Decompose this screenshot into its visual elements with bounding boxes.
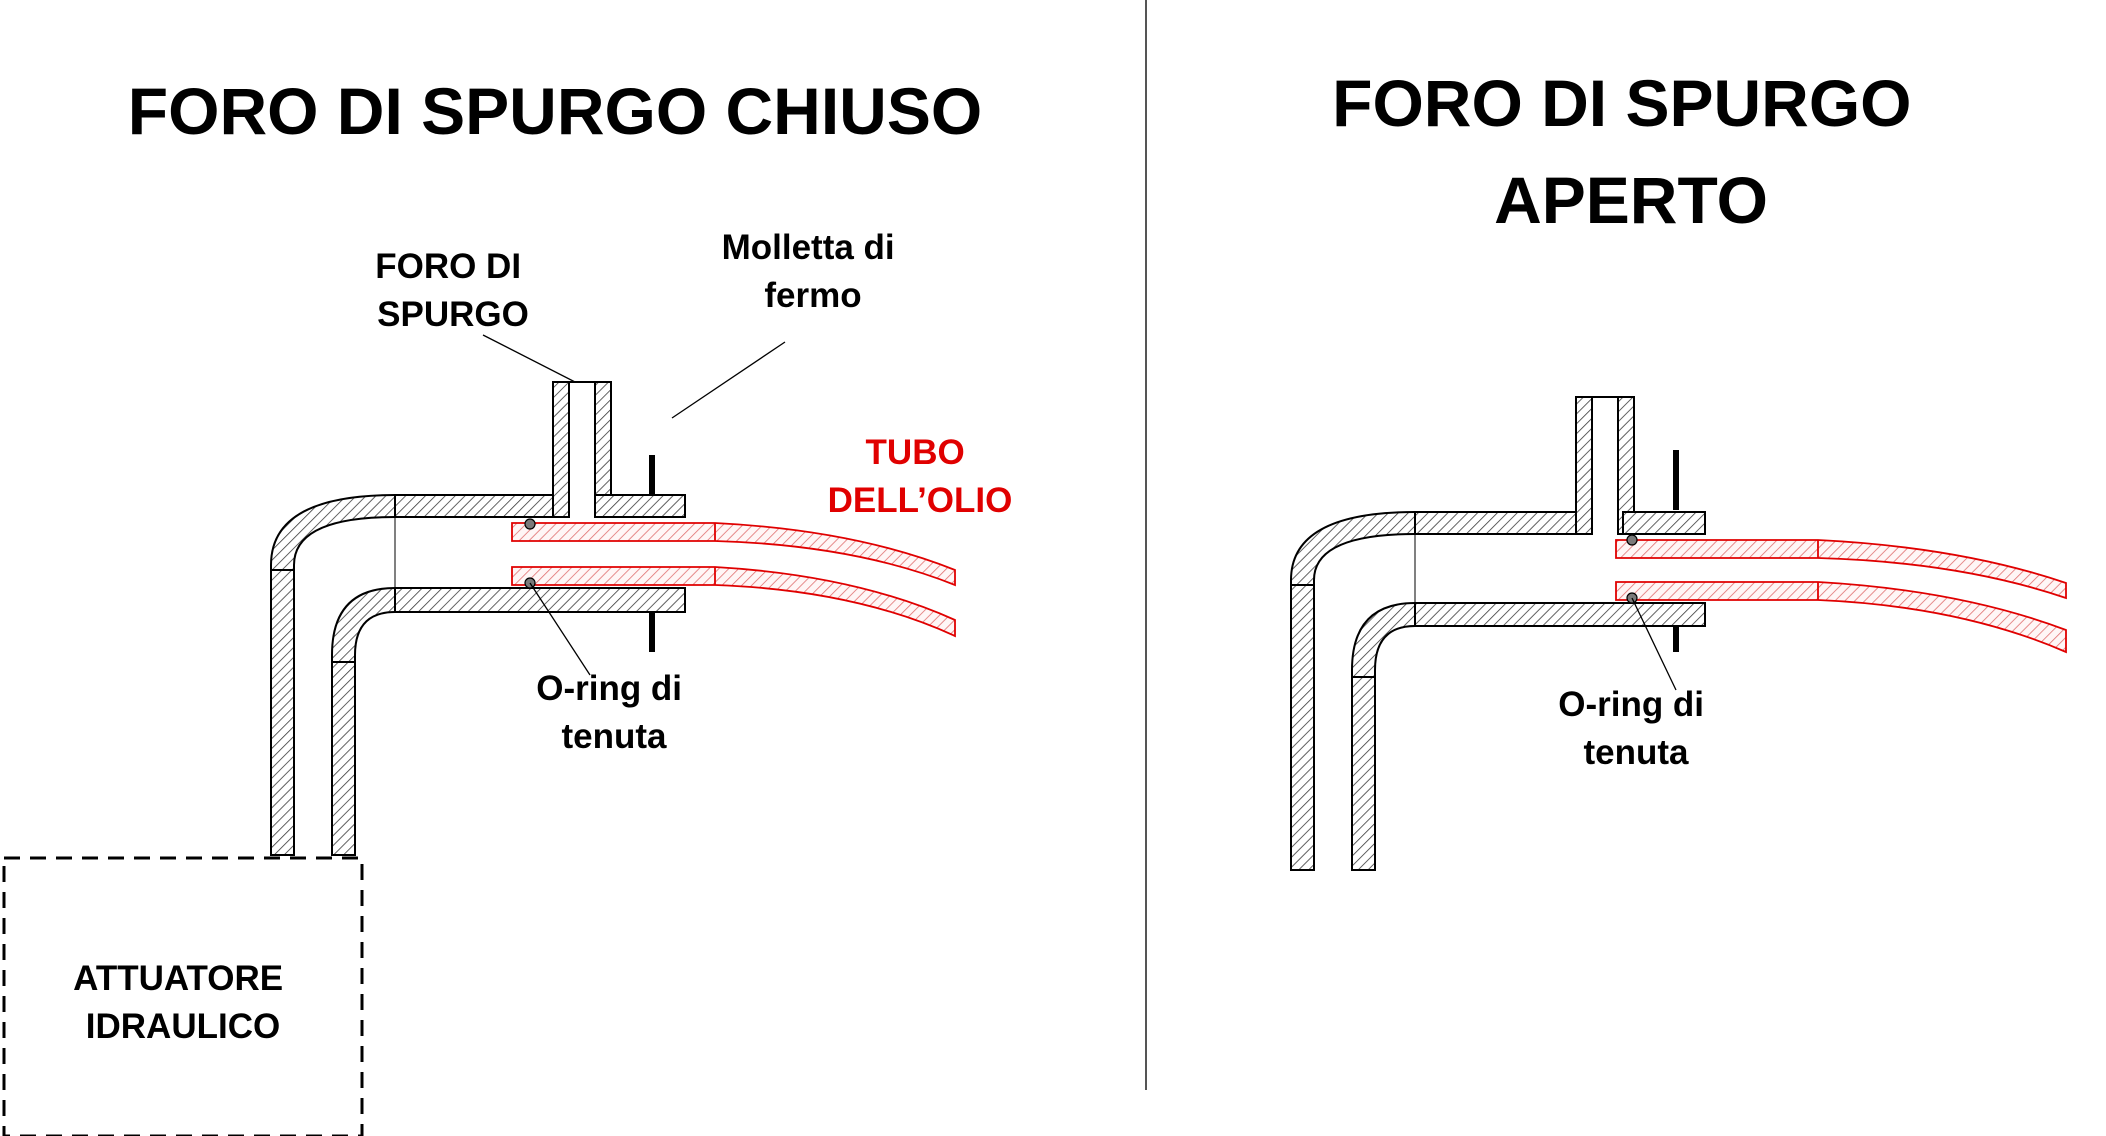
- hydraulic-actuator-box: [2, 856, 364, 1136]
- oil-pipe-label: TUBO DELL’OLIO: [828, 433, 1013, 520]
- right-title: FORO DI SPURGO APERTO: [1332, 66, 1930, 237]
- oring-label: O-ring di tenuta: [1558, 685, 1714, 772]
- oring-leader: [1631, 597, 1677, 691]
- bleed-hole-chimney-left: [1575, 396, 1593, 535]
- clip-label: Molletta di fermo: [722, 228, 905, 315]
- o-ring-upper: [524, 518, 536, 530]
- oil-pipe-lower-wall: [1615, 581, 2067, 654]
- top-collar: [594, 494, 686, 518]
- oil-pipe-upper-wall: [511, 522, 956, 587]
- outer-elbow-wall: [270, 494, 554, 856]
- outer-elbow-wall: [1290, 511, 1593, 871]
- bleed-hole-leader: [482, 334, 576, 383]
- oil-pipe-lower-wall: [511, 566, 956, 638]
- bleed-hole-chimney-right: [594, 381, 612, 496]
- oil-pipe-upper-wall: [1615, 539, 2067, 600]
- o-ring-upper: [1626, 534, 1638, 546]
- left-panel: FORO DI SPURGO CHIUSO FOR: [2, 74, 1013, 1136]
- top-collar: [1622, 511, 1706, 535]
- inner-elbow-wall: [1351, 602, 1706, 871]
- oring-label: O-ring di tenuta: [536, 669, 692, 756]
- actuator-label: ATTUATORE IDRAULICO: [73, 959, 293, 1046]
- clip-leader: [671, 341, 786, 419]
- right-panel: FORO DI SPURGO APERTO O-ring di t: [1290, 66, 2067, 871]
- bleed-hole-chimney-left: [552, 381, 570, 518]
- left-title: FORO DI SPURGO CHIUSO: [128, 74, 982, 148]
- bleed-hole-label: FORO DI SPURGO: [375, 247, 531, 334]
- inner-elbow-wall: [331, 587, 686, 856]
- oring-leader: [529, 582, 591, 676]
